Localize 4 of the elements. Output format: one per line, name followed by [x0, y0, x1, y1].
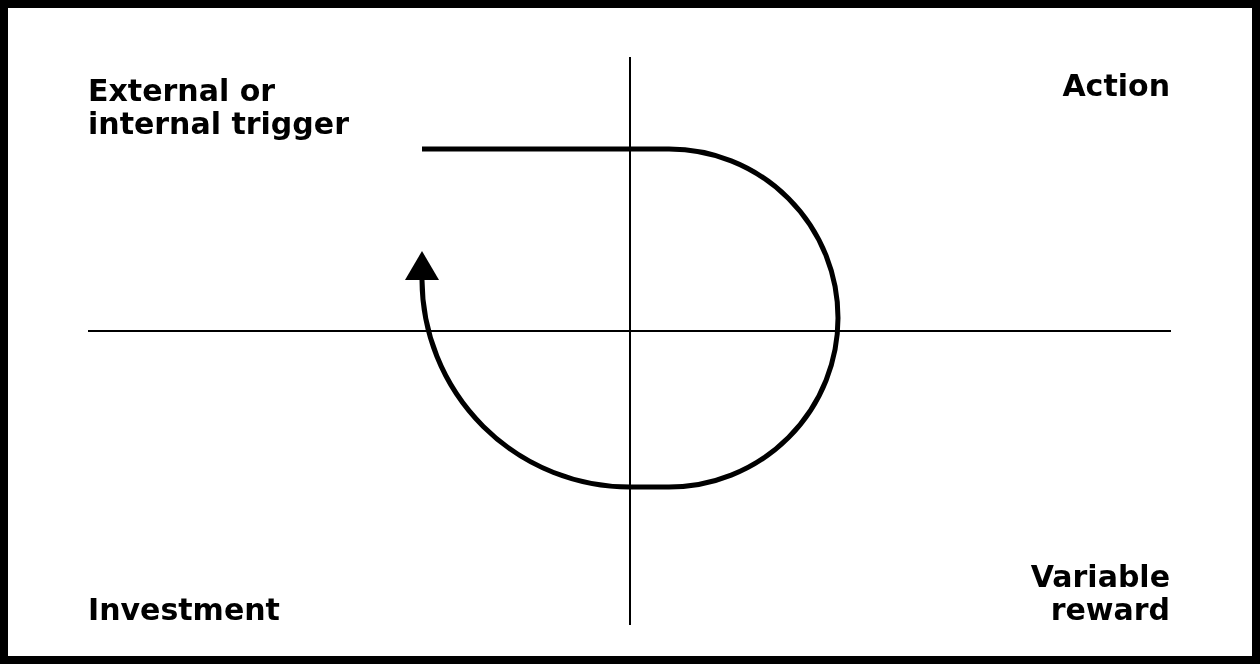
stage-label: Investment [88, 593, 281, 626]
stage-label: Action [1061, 69, 1170, 102]
stage-label: External or internal trigger [88, 74, 350, 140]
stage-label: Variable reward [1029, 560, 1170, 626]
